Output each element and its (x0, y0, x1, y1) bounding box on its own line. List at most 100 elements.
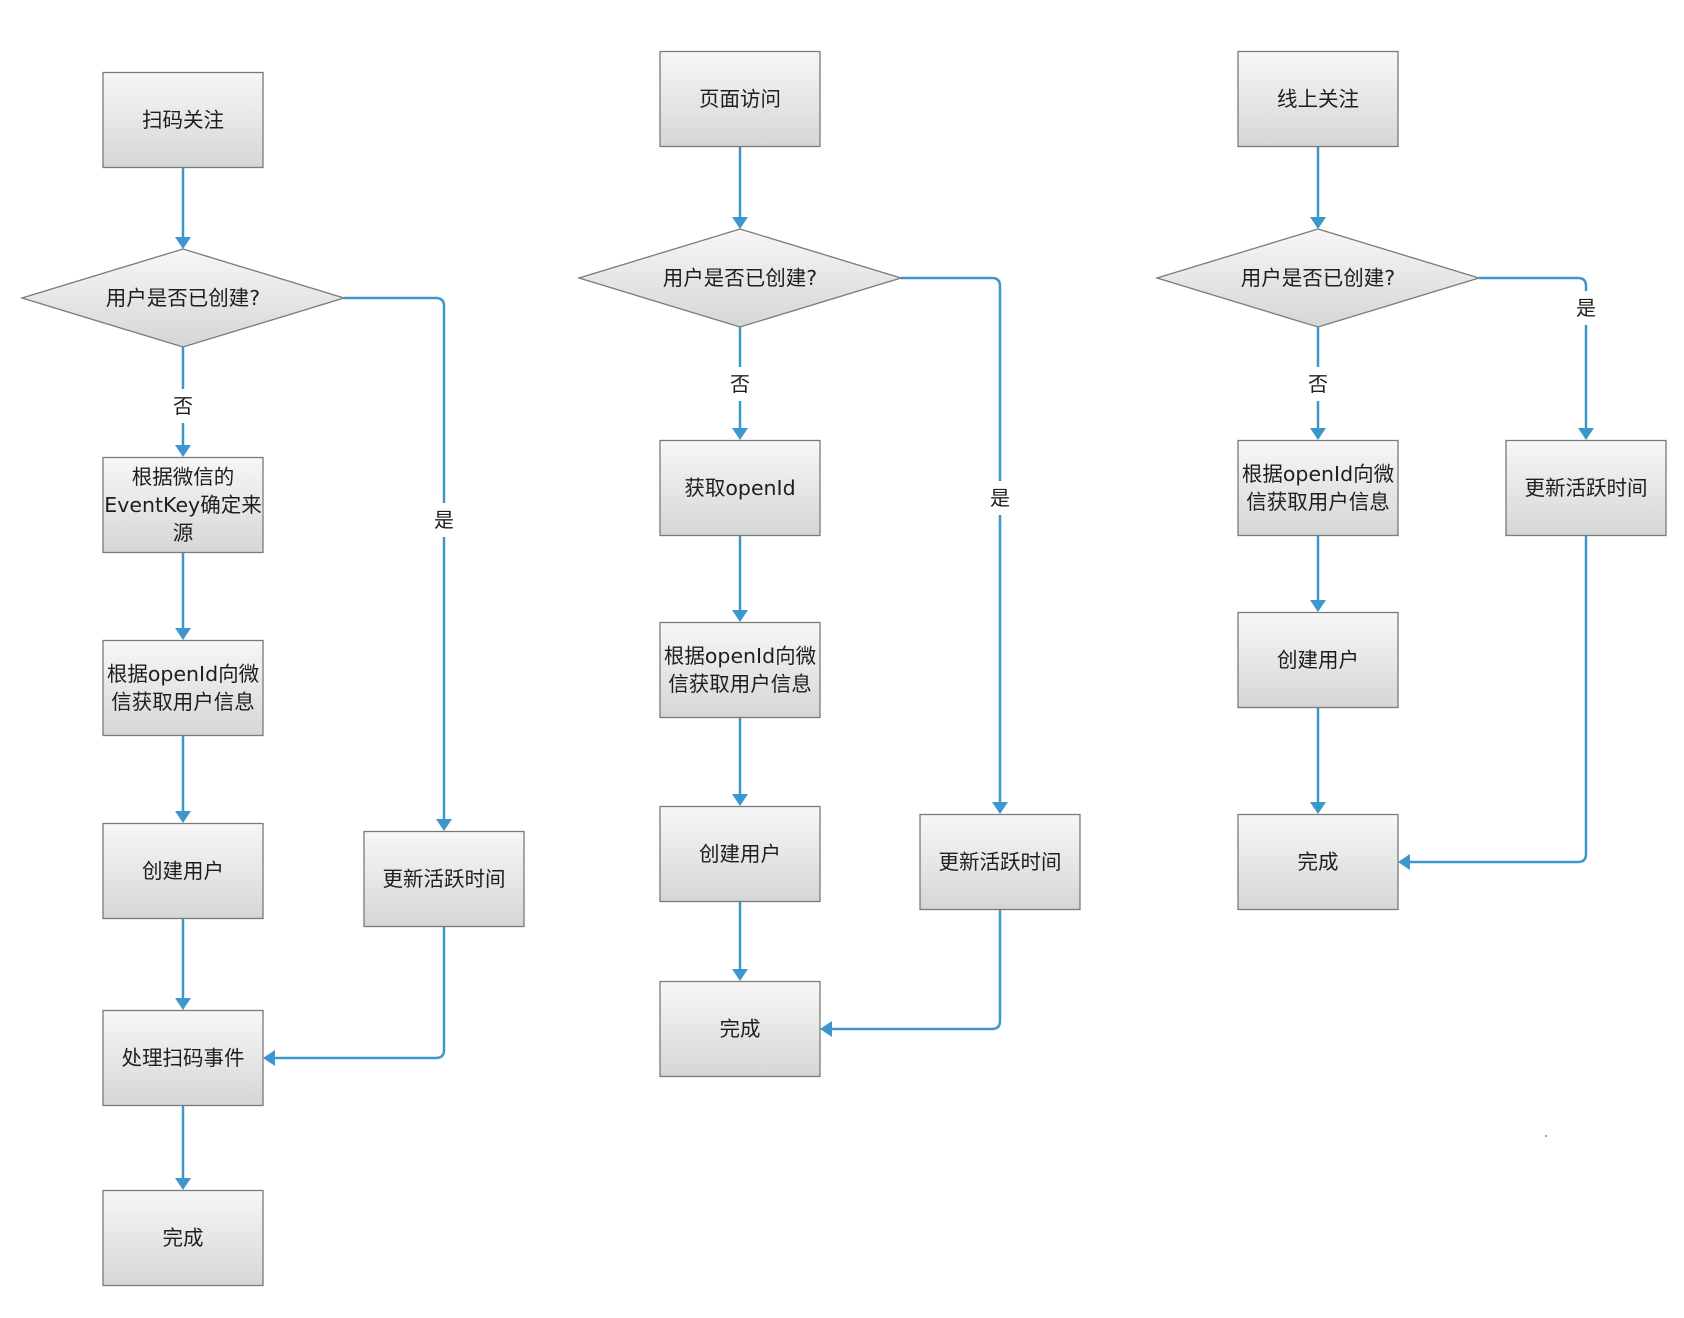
flow3-edge-fetch-user-info-to-create-user (1310, 536, 1326, 612)
process-box (1505, 439, 1667, 537)
flow1-node-create-user[interactable]: 创建用户 (102, 822, 264, 920)
process-box (102, 822, 264, 920)
flow1-edge-update-active-time-to-handle-scan-event (263, 927, 446, 1066)
arrowhead-icon (263, 1050, 275, 1066)
process-box (659, 50, 821, 148)
node-label-line: 根据微信的 (132, 465, 235, 489)
flow2-edge-update-active-time-to-done (820, 910, 1002, 1037)
node-label-line: 信获取用户信息 (668, 672, 812, 696)
flow2-edge-fetch-user-info-to-create-user (732, 718, 748, 806)
process-box (659, 439, 821, 537)
flow3-node-online-follow[interactable]: 线上关注 (1237, 50, 1399, 148)
node-label-line: 用户是否已创建? (1241, 266, 1395, 290)
flow1-edge-handle-scan-event-to-done (175, 1106, 191, 1190)
flow1-edge-create-user-to-handle-scan-event (175, 919, 191, 1010)
node-label-line: 创建用户 (699, 842, 781, 866)
node-label-line: EventKey确定来 (104, 493, 261, 517)
flow2-node-is-user-created[interactable]: 用户是否已创建? (576, 228, 904, 328)
edge-label-background (428, 503, 460, 537)
process-box (919, 813, 1081, 911)
flow3-edge-create-user-to-done (1310, 708, 1326, 814)
flow1-node-update-active-time[interactable]: 更新活跃时间 (363, 830, 525, 928)
node-label-line: 线上关注 (1277, 87, 1359, 111)
edge-label-text: 否 (1308, 372, 1328, 396)
edge-label-background (724, 367, 756, 401)
node-label-line: 根据openId向微 (1242, 462, 1394, 486)
process-box (1237, 813, 1399, 911)
arrowhead-icon (1310, 428, 1326, 440)
arrowhead-icon (1310, 600, 1326, 612)
decision-diamond (1154, 228, 1482, 328)
process-box (102, 456, 264, 554)
flow1-node-done[interactable]: 完成 (102, 1189, 264, 1287)
flow2-node-update-active-time[interactable]: 更新活跃时间 (919, 813, 1081, 911)
arrowhead-icon (732, 217, 748, 229)
process-box (1237, 611, 1399, 709)
flow2-node-create-user[interactable]: 创建用户 (659, 805, 821, 903)
arrowhead-icon (1578, 428, 1594, 440)
arrowhead-icon (732, 794, 748, 806)
flow2-edge-page-visit-to-is-user-created (732, 147, 748, 229)
process-box (659, 621, 821, 719)
node-label-line: 扫码关注 (142, 108, 224, 132)
decision-diamond (576, 228, 904, 328)
process-box (659, 980, 821, 1078)
flow3-node-done[interactable]: 完成 (1237, 813, 1399, 911)
node-label-line: 完成 (1298, 850, 1339, 874)
node-label-line: 完成 (720, 1017, 761, 1041)
node-label-line: 信获取用户信息 (111, 690, 255, 714)
arrowhead-icon (820, 1021, 832, 1037)
edge-label-text: 是 (990, 486, 1010, 510)
connector-line (901, 276, 1002, 802)
stray-dot (1545, 1135, 1547, 1137)
process-box (1237, 439, 1399, 537)
node-label-line: 根据openId向微 (664, 644, 816, 668)
edge-label-text: 否 (730, 372, 750, 396)
nodes-layer: 扫码关注用户是否已创建?根据微信的EventKey确定来源根据openId向微信… (19, 50, 1667, 1287)
edge-label-background (1570, 291, 1602, 325)
arrowhead-icon (175, 628, 191, 640)
flow2-node-done[interactable]: 完成 (659, 980, 821, 1078)
flow3-node-create-user[interactable]: 创建用户 (1237, 611, 1399, 709)
flow3-edge-update-active-time-to-done (1398, 536, 1588, 870)
node-label-line: 用户是否已创建? (106, 286, 260, 310)
node-label-line: 获取openId (684, 476, 795, 500)
process-box (102, 1009, 264, 1107)
flow2-edge-is-user-created-to-update-active-time (901, 276, 1008, 814)
flow1-edge-fetch-user-info-to-create-user (175, 736, 191, 823)
flow3-node-is-user-created[interactable]: 用户是否已创建? (1154, 228, 1482, 328)
process-box (102, 639, 264, 737)
node-label-line: 源 (173, 521, 194, 545)
node-label-line: 更新活跃时间 (939, 850, 1062, 874)
flow2-node-page-visit[interactable]: 页面访问 (659, 50, 821, 148)
node-label-line: 根据openId向微 (107, 662, 259, 686)
flow1-node-is-user-created[interactable]: 用户是否已创建? (19, 248, 347, 348)
process-box (659, 805, 821, 903)
process-box (1237, 50, 1399, 148)
connector-line (344, 296, 446, 819)
flow3-node-update-active-time[interactable]: 更新活跃时间 (1505, 439, 1667, 537)
flow3-edge-label: 是 (1570, 291, 1602, 325)
node-label-line: 创建用户 (1277, 648, 1359, 672)
arrowhead-icon (175, 811, 191, 823)
flow2-edge-label: 否 (724, 367, 756, 401)
node-label-line: 更新活跃时间 (1525, 476, 1648, 500)
flow1-edge-label: 是 (428, 503, 460, 537)
connector-line (275, 927, 446, 1060)
flow2-edge-label: 是 (984, 481, 1016, 515)
flow1-node-handle-scan-event[interactable]: 处理扫码事件 (102, 1009, 264, 1107)
arrowhead-icon (175, 445, 191, 457)
flow2-node-get-openid[interactable]: 获取openId (659, 439, 821, 537)
arrowhead-icon (175, 237, 191, 249)
decision-diamond (19, 248, 347, 348)
edge-label-background (1302, 367, 1334, 401)
edge-label-background (984, 481, 1016, 515)
flow1-node-scan-follow[interactable]: 扫码关注 (102, 71, 264, 169)
arrowhead-icon (175, 1178, 191, 1190)
node-label-line: 页面访问 (699, 87, 781, 111)
